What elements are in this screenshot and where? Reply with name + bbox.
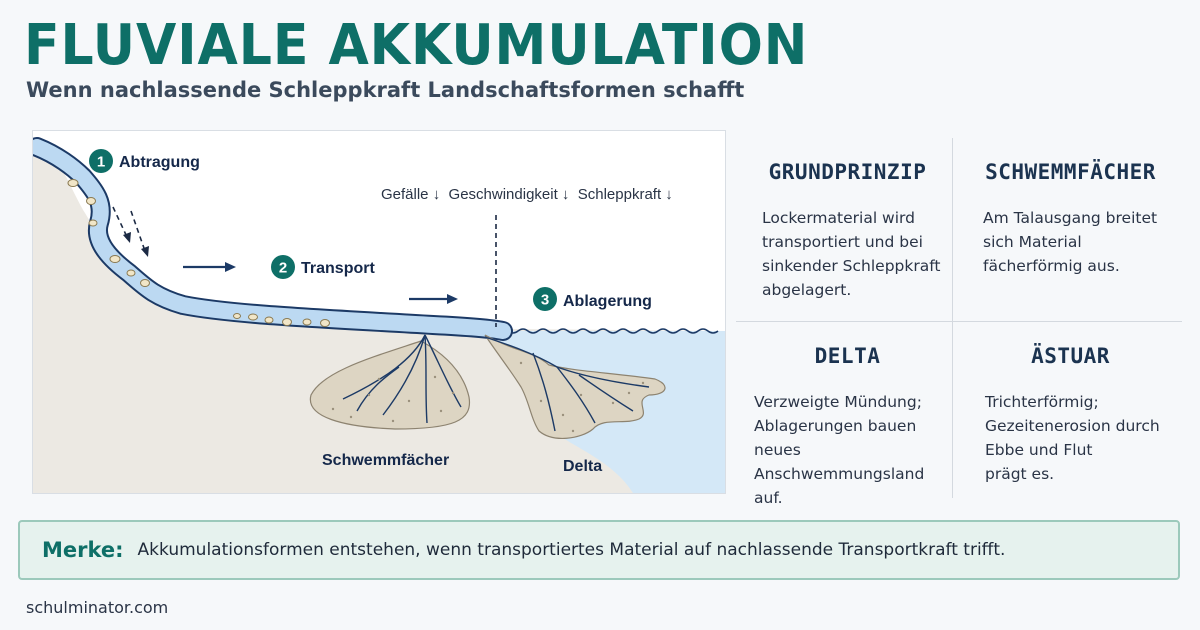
- info-cards: GRUNDPRINZIP Lockermaterial wird transpo…: [736, 138, 1182, 507]
- merke-box: Merke: Akkumulationsformen entstehen, we…: [18, 520, 1180, 580]
- fluvial-diagram: 1 Abtragung 2 Transport 3 Ablagerung Gef…: [33, 137, 725, 493]
- erosion-arrows: [112, 206, 146, 252]
- footer-source: schulminator.com: [26, 598, 169, 617]
- river-water: [33, 139, 511, 339]
- card-text: Verzweigte Mündung; Ablagerungen bauen n…: [754, 393, 925, 507]
- pebbles: [67, 179, 330, 327]
- delta-channels: [484, 336, 650, 432]
- water-surface-line: [497, 328, 719, 334]
- page-subtitle: Wenn nachlassende Schleppkraft Landschaf…: [26, 78, 745, 102]
- delta-deposit: [484, 334, 666, 439]
- step-badge-1: 1: [89, 149, 113, 173]
- card-title: GRUNDPRINZIP: [768, 160, 927, 184]
- card-delta: DELTA Verzweigte Mündung; Ablagerungen b…: [736, 318, 959, 507]
- label-delta: Delta: [563, 458, 602, 475]
- step-label-abtragung: Abtragung: [119, 154, 200, 171]
- cards-horizontal-divider: [736, 321, 1182, 322]
- page-title: FLUVIALE AKKUMULATION: [24, 13, 809, 78]
- step-badge-2: 2: [271, 255, 295, 279]
- step-badge-3: 3: [533, 287, 557, 311]
- sediment-texture: [331, 361, 645, 433]
- svg-text:1: 1: [97, 154, 105, 171]
- step-label-ablagerung: Ablagerung: [563, 293, 652, 310]
- svg-text:2: 2: [279, 260, 287, 277]
- fan-channels: [342, 334, 462, 424]
- card-text: Am Talausgang breitet sich Material fäch…: [983, 209, 1158, 275]
- gradient-note: Gefälle ↓ Geschwindigkeit ↓ Schleppkraft…: [381, 186, 673, 203]
- card-title: SCHWEMMFÄCHER: [985, 160, 1156, 184]
- card-text: Lockermaterial wird transportiert und be…: [762, 209, 941, 299]
- label-schwemmfaecher: Schwemmfächer: [322, 452, 449, 469]
- svg-text:3: 3: [541, 292, 549, 309]
- erosion-arrowheads: [123, 232, 149, 257]
- card-text: Trichterförmig; Gezeitenerosion durch Eb…: [985, 393, 1160, 483]
- card-title: ÄSTUAR: [1031, 344, 1110, 368]
- card-aestuar: ÄSTUAR Trichterförmig; Gezeitenerosion d…: [959, 318, 1182, 498]
- merke-text: Akkumulationsformen entstehen, wenn tran…: [137, 540, 1006, 560]
- step-label-transport: Transport: [301, 260, 375, 277]
- card-grundprinzip: GRUNDPRINZIP Lockermaterial wird transpo…: [736, 138, 959, 318]
- card-title: DELTA: [814, 344, 881, 368]
- card-schwemmfaecher: SCHWEMMFÄCHER Am Talausgang breitet sich…: [959, 138, 1182, 318]
- merke-label: Merke:: [42, 538, 124, 562]
- transport-arrows: [183, 262, 458, 304]
- cards-vertical-divider: [952, 138, 953, 498]
- diagram-panel: 1 Abtragung 2 Transport 3 Ablagerung Gef…: [32, 130, 726, 494]
- alluvial-fan: [309, 340, 471, 430]
